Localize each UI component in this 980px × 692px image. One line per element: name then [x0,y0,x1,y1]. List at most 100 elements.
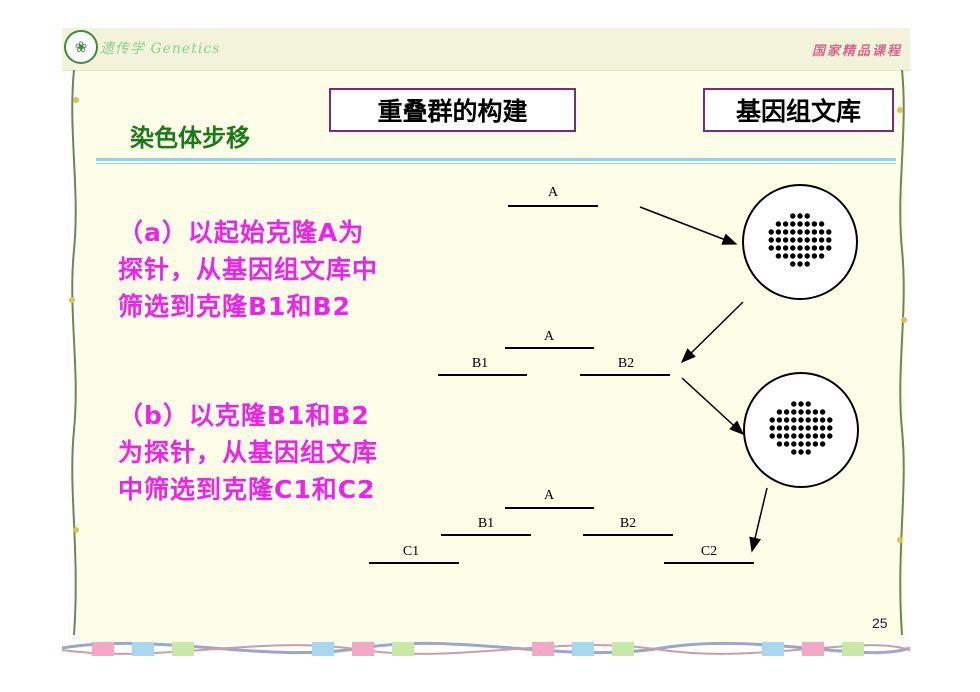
colony-dot [812,425,819,431]
page-number: 25 [872,615,888,631]
colony-dot [812,433,819,439]
clone-label: A [548,185,559,200]
colony-dot [798,441,804,447]
colony-dot [804,213,810,219]
section-title: 染色体步移 [130,124,250,152]
colony-dot [812,409,819,415]
bottom-ribbon-decoration [62,641,910,656]
colony-dot [769,433,775,439]
colony-dot [797,245,803,251]
colony-dot [776,441,783,447]
colony-dot [782,237,789,243]
colony-dot [819,409,826,415]
left-vine-decoration [69,70,79,635]
colony-dot [768,245,774,251]
colony-dot [782,229,789,235]
paragraph-step-b: （b）以克隆B1和B2为探针，从基因组文库中筛选到克隆C1和C2 [118,401,379,504]
colony-dot [826,237,832,243]
colony-dot [791,417,797,423]
library-colony-dots-bottom [769,401,833,455]
colony-dot [811,253,818,259]
colony-dot [805,433,811,439]
colony-dot [798,449,804,455]
colony-dot [798,417,804,423]
course-tag: 国家精品课程 [811,44,902,59]
colony-dot [790,229,796,235]
colony-dot [791,425,797,431]
title-box-library: 基因组文库 [703,88,894,132]
colony-dot [804,237,810,243]
colony-dot [776,417,783,423]
colony-dot [790,221,796,227]
logo-glyph: ❀ [74,38,88,56]
clone-label: B2 [620,516,636,531]
colony-dot [811,245,818,251]
right-vine-decoration [897,70,907,635]
colony-dot [790,261,796,267]
colony-dot [783,417,790,423]
colony-dot [782,253,789,259]
colony-dot [812,441,819,447]
clone-label: A [544,488,555,503]
colony-dot [805,425,811,431]
colony-dot [790,253,796,259]
colony-dot [797,229,803,235]
colony-dot [827,433,833,439]
clone-label: B1 [472,356,488,371]
colony-dot [783,433,790,439]
title-box-library-label: 基因组文库 [735,97,861,126]
colony-dot [791,441,797,447]
colony-dot [782,221,789,227]
colony-dot [797,253,803,259]
colony-dot [783,441,790,447]
title-box-contig-label: 重叠群的构建 [377,97,528,126]
title-box-contig: 重叠群的构建 [329,88,576,132]
colony-dot [826,229,832,235]
colony-dot [775,229,782,235]
colony-dot [804,253,810,259]
colony-dot [827,417,833,423]
colony-dot [827,425,833,431]
colony-dot [805,401,811,407]
colony-dot [797,237,803,243]
arrow-library-to-c2 [749,487,768,553]
colony-dot [790,237,796,243]
clone-label: A [544,329,555,344]
colony-dot [790,213,796,219]
colony-dot [775,221,782,227]
colony-dot [818,221,825,227]
logo-text: 遗传学 Genetics [100,41,221,57]
logo-icon: ❀ [64,30,98,64]
colony-dot [818,245,825,251]
arrow-clone-to-library [639,206,738,245]
colony-dot [775,245,782,251]
header-band [62,28,910,71]
divider-rule-thin [96,163,896,164]
colony-dot [811,221,818,227]
arrow-b-row-to-library [681,377,745,436]
paragraph-step-a: （a）以起始克隆A为探针，从基因组文库中筛选到克隆B1和B2 [118,218,379,321]
colony-dot [804,261,810,267]
colony-dot [775,253,782,259]
colony-dot [804,229,810,235]
colony-dot [768,229,774,235]
colony-dot [805,441,811,447]
colony-dot [805,417,811,423]
colony-dot [768,237,774,243]
colony-dot [775,237,782,243]
colony-dot [798,433,804,439]
colony-dot [790,245,796,251]
colony-dot [791,433,797,439]
colony-dot [776,433,783,439]
colony-dot [791,449,797,455]
arrow-library-to-b-row [680,301,744,364]
colony-dot [812,417,819,423]
clone-label: C1 [403,544,419,559]
colony-dot [804,245,810,251]
clone-label: C2 [701,544,717,559]
colony-dot [797,261,803,267]
divider-rule [96,158,896,161]
colony-dot [819,433,826,439]
